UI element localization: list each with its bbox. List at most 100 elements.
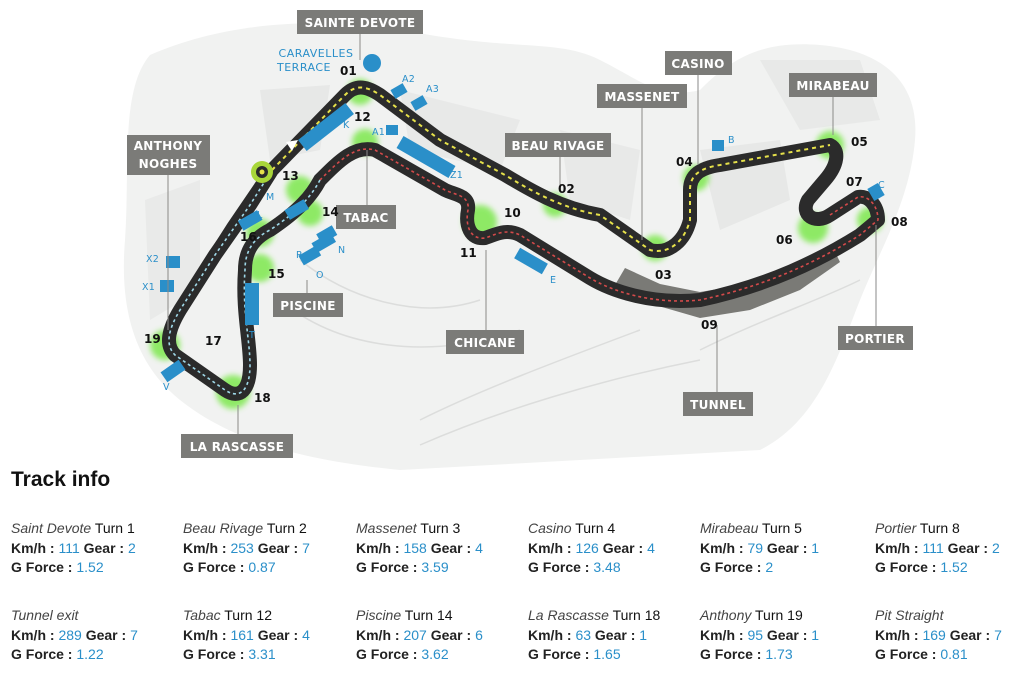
- gforce-label: G Force :: [183, 559, 249, 575]
- corner-name: Pit Straight: [875, 607, 944, 623]
- gforce-value: 1.22: [76, 646, 104, 662]
- turn-number-13: 13: [282, 169, 299, 183]
- label-la-rascasse: LA RASCASSE: [181, 434, 293, 458]
- corner-name: Portier: [875, 520, 917, 536]
- label-tabac: TABAC: [336, 205, 396, 229]
- speed-value: 95: [747, 626, 764, 643]
- gear-value: 4: [475, 539, 483, 556]
- turn-number-09: 09: [701, 318, 718, 332]
- speed-value: 207: [403, 626, 427, 643]
- gear-label: Gear :: [253, 539, 303, 556]
- gear-label: Gear :: [945, 626, 995, 643]
- turn-number-14: 14: [322, 205, 339, 219]
- svg-text:CASINO: CASINO: [671, 57, 724, 71]
- turn-number: Turn 12: [224, 607, 272, 623]
- gear-value: 4: [302, 626, 310, 643]
- speed-value: 169: [922, 626, 946, 643]
- label-beau-rivage: BEAU RIVAGE: [505, 133, 611, 157]
- gforce-value: 1.52: [940, 559, 968, 575]
- gforce-value: 3.59: [421, 559, 449, 575]
- racing-line-red: [319, 148, 879, 302]
- stand-label-a1: A1: [372, 127, 385, 138]
- speed-label: Km/h :: [700, 539, 748, 556]
- svg-text:TABAC: TABAC: [343, 211, 388, 225]
- gforce-label: G Force :: [528, 646, 594, 662]
- turn-number-19: 19: [144, 332, 161, 346]
- circuit-map: A1 A2 A3 B C E K L M N O P T V X1 X2 Z1: [123, 10, 916, 470]
- gforce-label: G Force :: [183, 646, 249, 662]
- gear-value: 7: [994, 626, 1002, 643]
- speed-label: Km/h :: [183, 539, 231, 556]
- speed-value: 289: [58, 626, 82, 643]
- gear-value: 2: [127, 539, 136, 556]
- speed-label: Km/h :: [183, 626, 231, 643]
- gforce-label: G Force :: [11, 646, 77, 662]
- stand-label-x1: X1: [142, 282, 155, 293]
- label-massenet: MASSENET: [597, 84, 687, 108]
- turn-number-11: 11: [460, 246, 477, 260]
- corner-name: Casino: [528, 520, 572, 536]
- turn-number-10: 10: [504, 206, 521, 220]
- speed-label: Km/h :: [700, 626, 748, 643]
- label-piscine: PISCINE: [273, 293, 343, 317]
- corner-name: Beau Rivage: [183, 520, 264, 536]
- racing-line-cyan: [168, 169, 321, 395]
- corner-name: Tabac: [183, 607, 221, 623]
- gear-label: Gear :: [763, 539, 812, 556]
- gforce-label: G Force :: [700, 646, 766, 662]
- svg-text:NOGHES: NOGHES: [139, 157, 198, 171]
- stand-label-p: P: [296, 250, 302, 261]
- speed-value: 126: [575, 539, 599, 556]
- gear-label: Gear :: [81, 626, 131, 643]
- turn-number: Turn 1: [94, 520, 135, 536]
- start-finish-icon: [251, 161, 273, 183]
- turn-number: Turn 3: [420, 520, 461, 536]
- terrace-marker-icon: [363, 54, 381, 72]
- turn-number-08: 08: [891, 215, 908, 229]
- speed-value: 111: [922, 539, 944, 556]
- corner-name: Massenet: [356, 520, 417, 536]
- turn-number: Turn 18: [612, 607, 661, 623]
- svg-text:TUNNEL: TUNNEL: [690, 398, 746, 412]
- stand-label-e: E: [550, 275, 556, 286]
- svg-text:ANTHONY: ANTHONY: [134, 139, 203, 153]
- gforce-value: 1.73: [765, 646, 793, 662]
- turn-number-06: 06: [776, 233, 793, 247]
- gforce-value: 1.52: [76, 559, 104, 575]
- gear-label: Gear :: [426, 626, 476, 643]
- gforce-label: G Force :: [11, 559, 77, 575]
- stand-label-l: L: [257, 210, 263, 221]
- speed-label: Km/h :: [11, 539, 59, 556]
- svg-text:PORTIER: PORTIER: [845, 332, 905, 346]
- speed-label: Km/h :: [875, 626, 923, 643]
- gforce-value: 0.87: [248, 559, 276, 575]
- turn-number-07: 07: [846, 175, 863, 189]
- gear-label: Gear :: [943, 539, 992, 556]
- speed-label: Km/h :: [356, 626, 404, 643]
- corner-name: Tunnel exit: [11, 607, 79, 623]
- stand-label-a2: A2: [402, 74, 415, 85]
- corner-name: Anthony: [700, 607, 752, 623]
- turn-number: Turn 19: [755, 607, 803, 623]
- turn-number: Turn 8: [919, 520, 960, 536]
- corner-name: Piscine: [356, 607, 402, 623]
- gear-value: 4: [647, 539, 655, 556]
- label-sainte-devote: SAINTE DEVOTE: [297, 10, 423, 34]
- svg-text:SAINTE DEVOTE: SAINTE DEVOTE: [305, 16, 416, 30]
- turn-number-04: 04: [676, 155, 693, 169]
- label-tunnel: TUNNEL: [683, 392, 753, 416]
- speed-value: 161: [230, 626, 254, 643]
- leader-lines: [167, 34, 877, 435]
- label-casino: CASINO: [665, 51, 732, 75]
- stand-label-k: K: [343, 120, 350, 131]
- speed-label: Km/h :: [528, 626, 576, 643]
- gforce-value: 3.48: [593, 559, 621, 575]
- stand-label-c: C: [878, 180, 885, 191]
- label-mirabeau: MIRABEAU: [789, 73, 877, 97]
